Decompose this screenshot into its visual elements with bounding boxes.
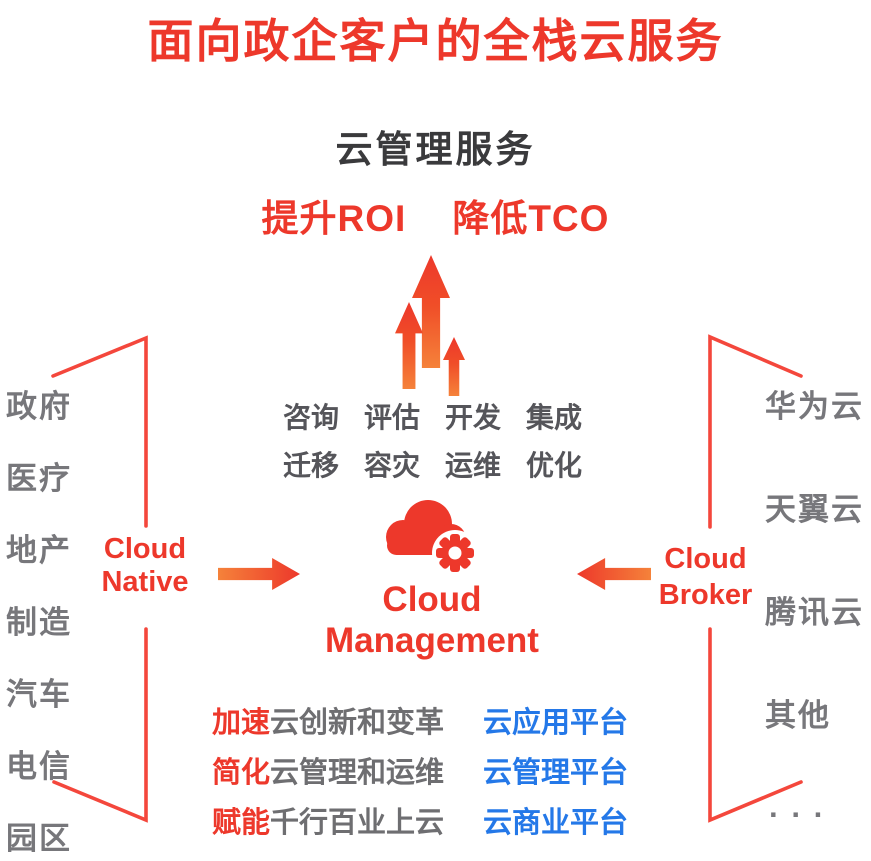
service-row-1: 咨询 评估 开发 集成 — [283, 396, 582, 436]
bottom-row-simplify: 简化云管理和运维 云管理平台 — [212, 749, 862, 791]
industry-automotive: 汽车 — [6, 677, 72, 712]
bottom-row-accelerate: 加速云创新和变革 云应用平台 — [212, 699, 862, 741]
industry-realestate: 地产 — [6, 533, 72, 568]
industry-government: 政府 — [6, 389, 72, 424]
service-disaster-recovery: 容灾 — [363, 450, 420, 481]
desc-empower: 千行百业上云 — [270, 807, 445, 839]
platform-cloud-business: 云商业平台 — [483, 807, 629, 839]
service-consulting: 咨询 — [283, 402, 340, 433]
industry-healthcare: 医疗 — [6, 461, 72, 496]
provider-huawei-cloud: 华为云 — [765, 389, 864, 424]
service-optimization: 优化 — [525, 450, 582, 481]
benefit-tco: 降低TCO — [452, 198, 610, 239]
service-migration: 迁移 — [283, 450, 340, 481]
service-operations: 运维 — [444, 450, 501, 481]
platform-cloud-application: 云应用平台 — [483, 707, 629, 739]
provider-tencent-cloud: 腾讯云 — [765, 595, 864, 630]
cloud-management-line2: Management — [325, 621, 539, 660]
cloud-broker-line2: Broker — [658, 579, 753, 611]
benefit-roi: 提升ROI — [261, 198, 407, 239]
keyword-accelerate: 加速 — [212, 707, 271, 739]
subtitle-cloud-management-service: 云管理服务 — [335, 129, 536, 170]
service-integration: 集成 — [525, 402, 582, 433]
provider-tianyi-cloud: 天翼云 — [765, 492, 864, 527]
page-title: 面向政企客户的全栈云服务 — [147, 15, 724, 67]
keyword-simplify: 简化 — [212, 757, 271, 789]
cloud-management-line1: Cloud — [382, 580, 482, 619]
cloud-broker-line1: Cloud — [664, 543, 747, 575]
desc-simplify: 云管理和运维 — [270, 757, 445, 789]
industry-list: 政府 医疗 地产 制造 汽车 电信 园区 — [6, 381, 72, 858]
service-assessment: 评估 — [363, 402, 420, 433]
cloud-management-label: Cloud Management — [232, 579, 632, 661]
service-development: 开发 — [444, 402, 501, 433]
cloud-native-label: Cloud Native — [90, 533, 200, 599]
up-arrow-medium-icon — [395, 302, 423, 389]
benefit-line: 提升ROI 降低TCO — [0, 188, 871, 242]
platform-cloud-management: 云管理平台 — [483, 757, 629, 789]
keyword-empower: 赋能 — [212, 807, 271, 839]
up-arrow-large-icon — [412, 255, 450, 368]
cloud-native-line1: Cloud — [103, 533, 187, 565]
industry-campus: 园区 — [6, 821, 72, 856]
cloud-broker-label: Cloud Broker — [648, 541, 763, 613]
desc-accelerate: 云创新和变革 — [270, 707, 445, 739]
cloud-native-line2: Native — [101, 566, 189, 598]
cloud-gear-icon — [386, 500, 478, 576]
industry-manufacturing: 制造 — [6, 605, 72, 640]
industry-telecom: 电信 — [6, 749, 72, 784]
up-arrow-small-icon — [443, 337, 465, 396]
bottom-row-empower: 赋能千行百业上云 云商业平台 — [212, 799, 862, 841]
service-row-2: 迁移 容灾 运维 优化 — [283, 444, 582, 484]
